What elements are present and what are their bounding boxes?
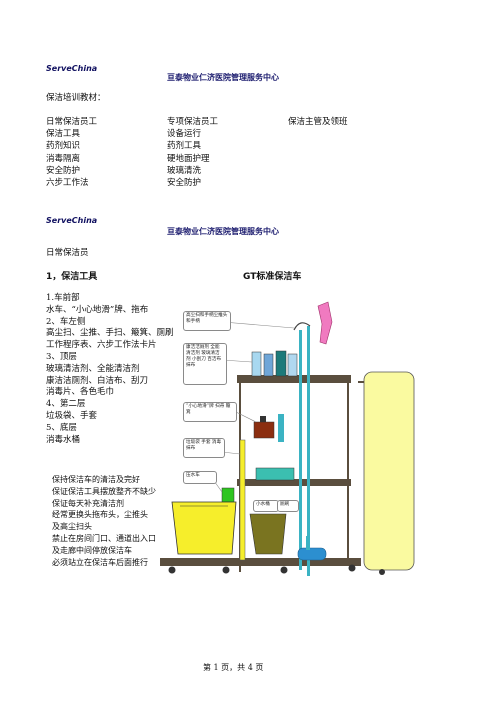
glove bbox=[317, 301, 333, 345]
course-item: 安全防护 bbox=[167, 178, 202, 189]
callout-toilet-brush: 厕刷 bbox=[277, 500, 299, 512]
callout-bags: 垃圾袋 手套 消毒抹布 bbox=[183, 438, 225, 458]
note-item: 必须站立在保洁车后面推行 bbox=[52, 557, 148, 567]
note-item: 保证保洁工具摆放整齐不缺少 bbox=[52, 486, 156, 496]
list-item: 消毒片、各色毛巾 bbox=[46, 387, 115, 398]
list-item: 康洁洁厕剂、白洁布、刮刀 bbox=[46, 375, 149, 386]
section-title: 亘泰物业仁济医院管理服务中心 bbox=[167, 227, 279, 236]
course-column-1: 日常保洁员工 保洁工具 药剂知识 消毒隔离 安全防护 六步工作法 bbox=[46, 116, 97, 189]
tray bbox=[255, 467, 295, 481]
list-item: 水车、“小心地滑”牌、拖布 bbox=[46, 304, 149, 315]
training-subtitle: 保洁培训教材： bbox=[46, 93, 106, 103]
list-item: 5、底层 bbox=[46, 422, 77, 433]
note-item: 保证每天补充清洁剂 bbox=[52, 498, 124, 508]
mop-handles bbox=[293, 322, 311, 576]
chemical-bottles bbox=[251, 350, 298, 377]
course-item: 药剂知识 bbox=[46, 141, 81, 152]
cart-frame bbox=[160, 375, 364, 572]
course-column-3: 保洁主管及领班 bbox=[288, 116, 348, 128]
list-item: 玻璃清洁剂、全能清洁剂 bbox=[46, 363, 140, 374]
course-item: 保洁工具 bbox=[46, 129, 81, 140]
course-item: 硬地面护理 bbox=[167, 153, 210, 164]
page-title: 亘泰物业仁济医院管理服务中心 bbox=[167, 73, 279, 82]
mop-bucket bbox=[171, 501, 237, 555]
callout-chemicals: 康洁洁厕剂 全能清洁剂 玻璃清洁剂 小刮刀 百洁布 抹布 bbox=[183, 343, 227, 385]
course-item: 六步工作法 bbox=[46, 178, 89, 189]
callout-wringer: 压水车 bbox=[183, 471, 217, 484]
list-item: 3、顶层 bbox=[46, 351, 77, 362]
list-item: 工作程序表、六步工作法卡片 bbox=[46, 340, 157, 351]
spray-bottle bbox=[297, 547, 327, 561]
note-item: 禁止在房间门口、通道出入口 bbox=[52, 533, 156, 543]
cart-wheels bbox=[168, 564, 385, 575]
brand-logo-text: ServeChina bbox=[46, 64, 98, 73]
course-item: 玻璃清洗 bbox=[167, 165, 202, 176]
role-label: 日常保洁员 bbox=[46, 248, 89, 258]
list-item: 高尘扫、尘推、手扫、簸箕、厕刷 bbox=[46, 328, 174, 339]
section-heading-cart: GT标准保洁车 bbox=[243, 272, 302, 282]
water-bucket bbox=[249, 513, 287, 555]
course-item: 专项保洁员工 bbox=[167, 117, 219, 127]
note-item: 及走廊中间停放保洁车 bbox=[52, 545, 132, 555]
list-item: 4、第二层 bbox=[46, 399, 86, 410]
section-heading-tools: 1，保洁工具 bbox=[46, 272, 98, 282]
usage-notes: 保持保洁车的清洁及完好 保证保洁工具摆放整齐不缺少 保证每天补充清洁剂 经常更换… bbox=[52, 474, 156, 568]
callout-small-bucket: 小水桶 bbox=[253, 500, 279, 512]
note-item: 保持保洁车的清洁及完好 bbox=[52, 475, 140, 484]
callout-dusters: 高尘扫和手柄尘推头和手柄 bbox=[183, 311, 231, 331]
wringer bbox=[221, 487, 235, 503]
course-item: 安全防护 bbox=[46, 165, 81, 176]
storage-box bbox=[253, 421, 275, 439]
note-item: 及高尘扫头 bbox=[52, 522, 92, 532]
course-column-2: 专项保洁员工 设备运行 药剂工具 硬地面护理 玻璃清洗 安全防护 bbox=[167, 116, 218, 189]
garbage-bag bbox=[363, 371, 415, 571]
tool-list: 1.车前部 水车、“小心地滑”牌、拖布 2、车左侧 高尘扫、尘推、手扫、簸箕、厕… bbox=[46, 293, 174, 446]
course-item: 设备运行 bbox=[167, 129, 202, 140]
course-item: 保洁主管及领班 bbox=[288, 117, 348, 127]
page-number: 第 1 页，共 4 页 bbox=[203, 663, 264, 672]
brand-logo-text: ServeChina bbox=[46, 216, 98, 225]
list-item: 2、车左侧 bbox=[46, 316, 86, 327]
list-item: 垃圾袋、手套 bbox=[46, 410, 98, 421]
note-item: 经常更换头拖布头，尘推头 bbox=[52, 510, 148, 520]
list-item: 消毒水桶 bbox=[46, 434, 81, 445]
course-item: 日常保洁员工 bbox=[46, 117, 98, 127]
course-item: 药剂工具 bbox=[167, 141, 202, 152]
course-item: 消毒隔离 bbox=[46, 153, 81, 164]
callout-sign: “小心地滑”牌 扫帚 簸箕 bbox=[183, 402, 237, 422]
wet-floor-sign bbox=[239, 439, 246, 561]
list-item: 1.车前部 bbox=[46, 293, 80, 303]
cleaning-cart-illustration bbox=[160, 301, 415, 576]
